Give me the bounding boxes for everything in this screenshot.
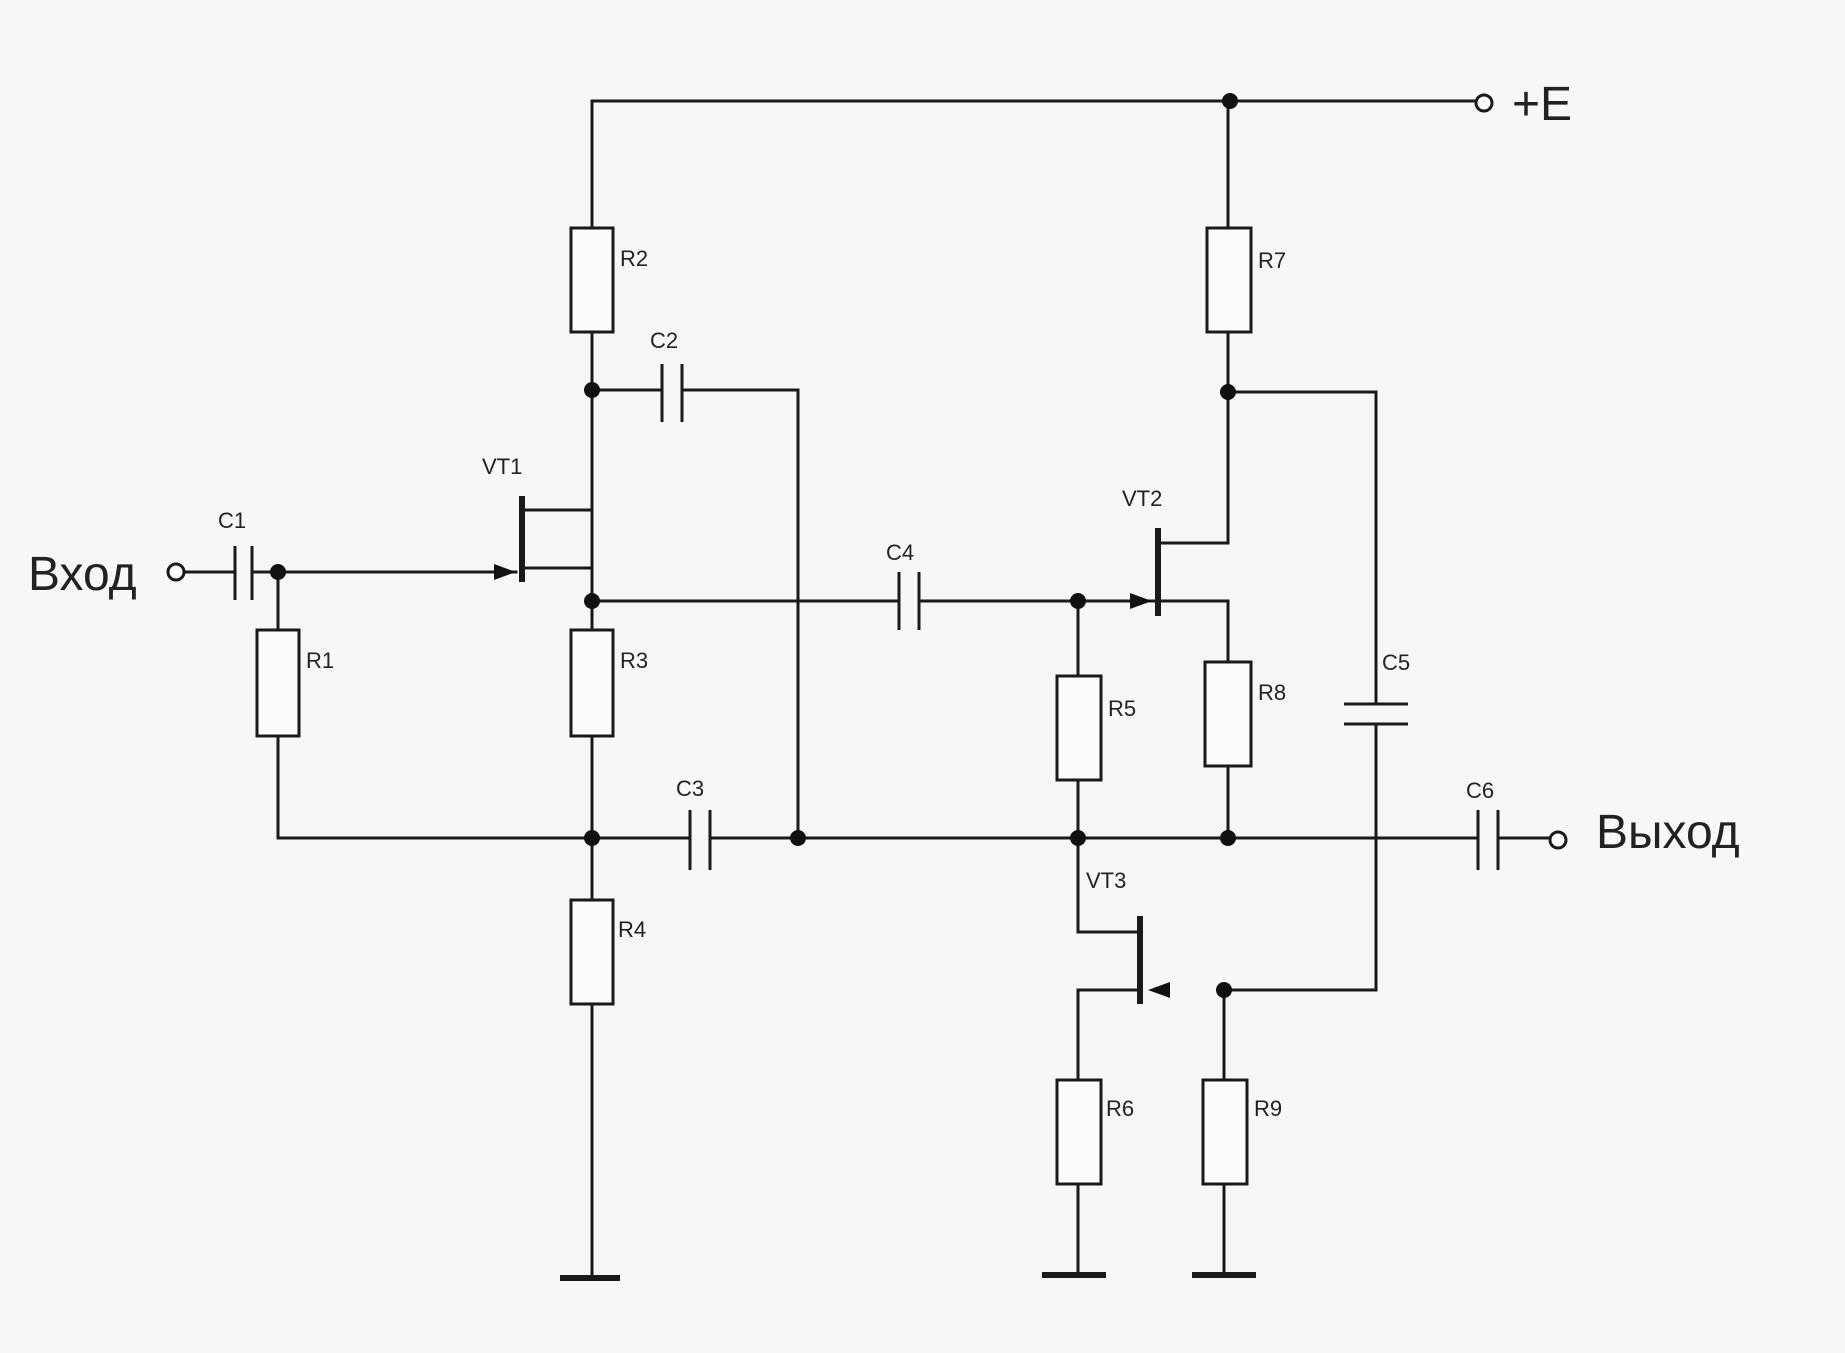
transistor-vt2: [1130, 528, 1161, 616]
label-r4: R4: [618, 917, 646, 942]
label-r2: R2: [620, 246, 648, 271]
capacitor-c5: [1344, 702, 1408, 726]
resistor-r2: [569, 226, 615, 334]
wires: [180, 99, 1554, 1279]
resistor-r9: [1201, 1078, 1249, 1186]
label-vt3: VT3: [1086, 868, 1126, 893]
transistor-vt3: [1137, 916, 1170, 1004]
label-c5: C5: [1382, 650, 1410, 675]
input-terminal: [166, 562, 186, 582]
label-c4: C4: [886, 540, 914, 565]
resistor-r8: [1203, 660, 1253, 768]
label-r3: R3: [620, 648, 648, 673]
capacitor-c6: [1476, 810, 1500, 870]
emitter-arrow-icon: [1130, 593, 1152, 609]
resistor-r5: [1055, 674, 1103, 782]
output-terminal: [1548, 830, 1568, 850]
emitter-arrow-icon: [1148, 982, 1170, 998]
transistor-vt1: [494, 496, 528, 582]
capacitor-c3: [688, 810, 712, 870]
label-r6: R6: [1106, 1096, 1134, 1121]
resistors: [255, 226, 1253, 1186]
resistor-r3: [569, 628, 615, 738]
resistor-r7: [1205, 226, 1253, 334]
capacitor-c1: [233, 546, 254, 600]
capacitor-c4: [897, 572, 921, 630]
supply-terminal: [1474, 93, 1494, 113]
label-r8: R8: [1258, 680, 1286, 705]
label-c6: C6: [1466, 778, 1494, 803]
supply-label: +E: [1512, 78, 1572, 131]
label-c2: C2: [650, 328, 678, 353]
resistor-r4: [569, 898, 615, 1006]
emitter-arrow-icon: [494, 564, 516, 580]
resistor-r6: [1055, 1078, 1103, 1186]
label-r5: R5: [1108, 696, 1136, 721]
label-c1: C1: [218, 508, 246, 533]
input-label: Вход: [28, 548, 137, 601]
label-vt2: VT2: [1122, 486, 1162, 511]
capacitors: [233, 364, 1500, 870]
resistor-r1: [255, 628, 301, 738]
label-vt1: VT1: [482, 454, 522, 479]
label-r7: R7: [1258, 248, 1286, 273]
label-c3: C3: [676, 776, 704, 801]
junction-dots: [270, 93, 1238, 998]
capacitor-c2: [660, 364, 684, 422]
label-r1: R1: [306, 648, 334, 673]
output-label: Выход: [1596, 806, 1740, 859]
label-r9: R9: [1254, 1096, 1282, 1121]
